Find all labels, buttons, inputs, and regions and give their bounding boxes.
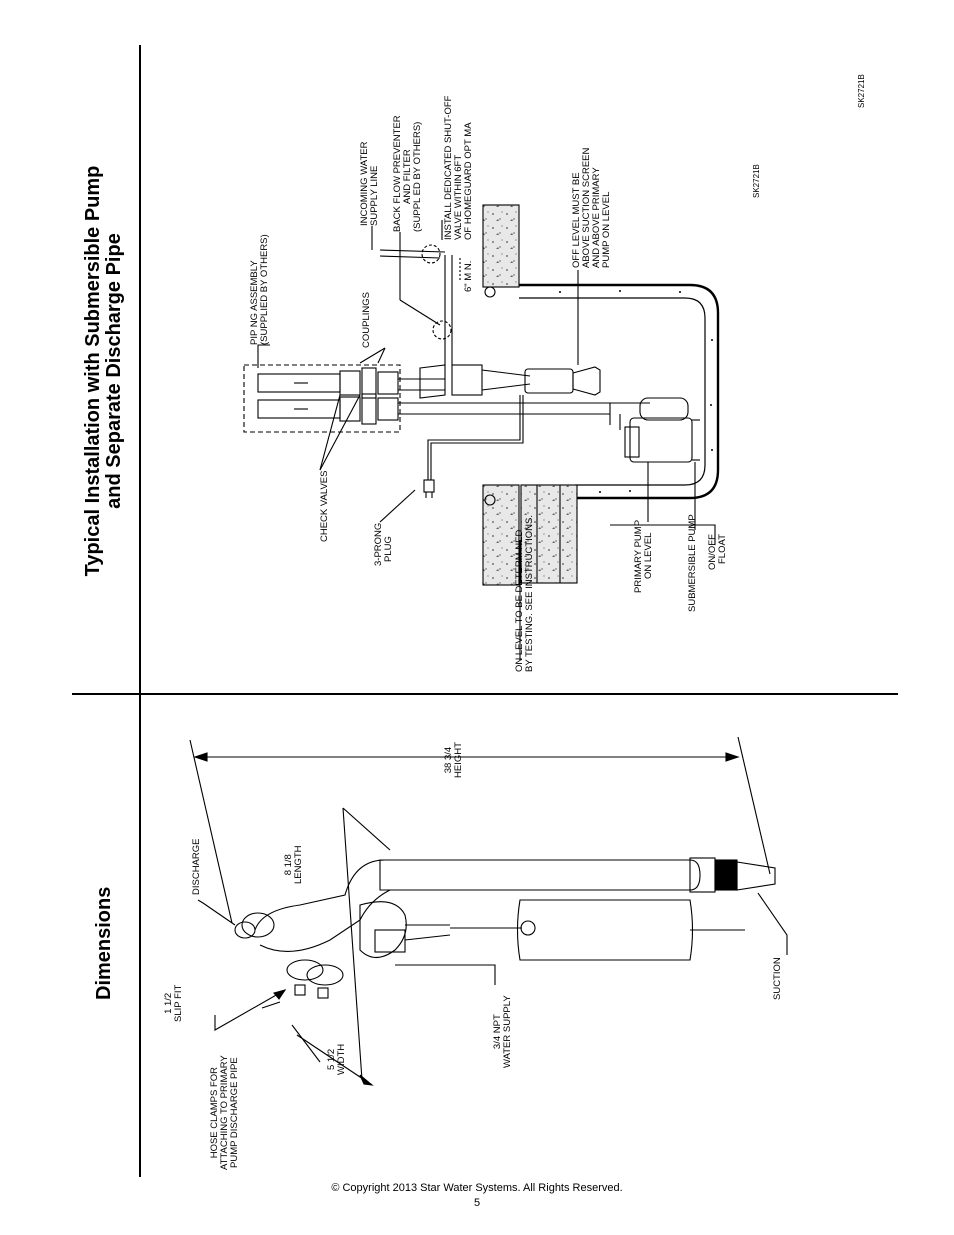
discharge-tube bbox=[379, 859, 701, 891]
label-piping-assembly: PIP NG ASSEMBLY (SUPPLIED BY OTHERS) bbox=[249, 234, 270, 345]
float-body bbox=[516, 899, 694, 961]
page-frame bbox=[72, 45, 898, 1177]
dimensions-title: Dimensions bbox=[93, 870, 115, 1000]
label-backflow-preventer: BACK FLOW PREVENTER AND FILTER (SUPPL ED… bbox=[392, 115, 423, 232]
onoff-float bbox=[524, 368, 574, 394]
copyright-text: © Copyright 2013 Star Water Systems. All… bbox=[331, 1182, 623, 1194]
dimensions-diagram bbox=[189, 736, 788, 1086]
dimensions-title-text: Dimensions bbox=[93, 886, 115, 1000]
sump-basin bbox=[519, 283, 720, 500]
concrete-slab-top bbox=[482, 204, 520, 288]
label-sk-code-main: SK2721B bbox=[752, 164, 761, 198]
installation-title-line2: and Separate Discharge Pipe bbox=[103, 233, 125, 509]
installation-diagram bbox=[243, 204, 720, 660]
label-six-min: 6" M N. bbox=[463, 260, 474, 292]
label-discharge: DISCHARGE bbox=[191, 838, 202, 895]
installation-title: Typical Installation with Submersible Pu… bbox=[82, 144, 125, 598]
label-onoff-float: ON/OFF FLOAT bbox=[707, 534, 728, 570]
label-on-level: ON LEVEL TO BE DETERM NED BY TESTING. SE… bbox=[514, 515, 535, 672]
label-suction: SUCTION bbox=[772, 957, 783, 1000]
label-npt-water-supply: 3/4 NPT WATER SUPPLY bbox=[492, 995, 513, 1068]
page-number: 5 bbox=[0, 1197, 954, 1209]
label-three-prong-plug: 3-PRONG PLUG bbox=[373, 522, 394, 566]
label-submersible-pump: SUBMERSIBLE PUMP bbox=[687, 514, 698, 612]
label-width: 5 1/2 WIDTH bbox=[326, 1043, 347, 1075]
label-incoming-water: INCOMING WATER SUPPLY LINE bbox=[359, 141, 380, 226]
label-sk-code-side: SK2721B bbox=[857, 74, 866, 108]
label-primary-pump-on-level: PRIMARY PUMP ON LEVEL bbox=[633, 519, 654, 593]
submersible-pump bbox=[629, 417, 693, 463]
installation-title-line1: Typical Installation with Submersible Pu… bbox=[82, 165, 104, 577]
label-length: 8 1/8 LENGTH bbox=[283, 845, 304, 884]
label-height: 38 3/4 HEIGHT bbox=[443, 742, 464, 778]
label-hose-clamps: HOSE CLAMPS FOR ATTACHING TO PRIMARY PUM… bbox=[209, 1055, 240, 1170]
label-slip-fit: 1 1/2 SLIP FIT bbox=[163, 984, 184, 1022]
label-off-level: OFF LEVEL MUST BE ABOVE SUCTION SCREEN A… bbox=[571, 147, 612, 268]
copyright-footer: © Copyright 2013 Star Water Systems. All… bbox=[0, 1182, 954, 1194]
page-number-text: 5 bbox=[473, 1197, 481, 1209]
label-shutoff-valve: INSTALL DEDICATED SHUT-OFF VALVE WITHIN … bbox=[443, 95, 474, 240]
label-check-valves: CHECK VALVES bbox=[319, 470, 330, 542]
concrete-slab-bottom bbox=[482, 484, 520, 586]
piping-assembly-box bbox=[243, 364, 401, 433]
label-couplings: COUPLINGS bbox=[361, 292, 372, 348]
